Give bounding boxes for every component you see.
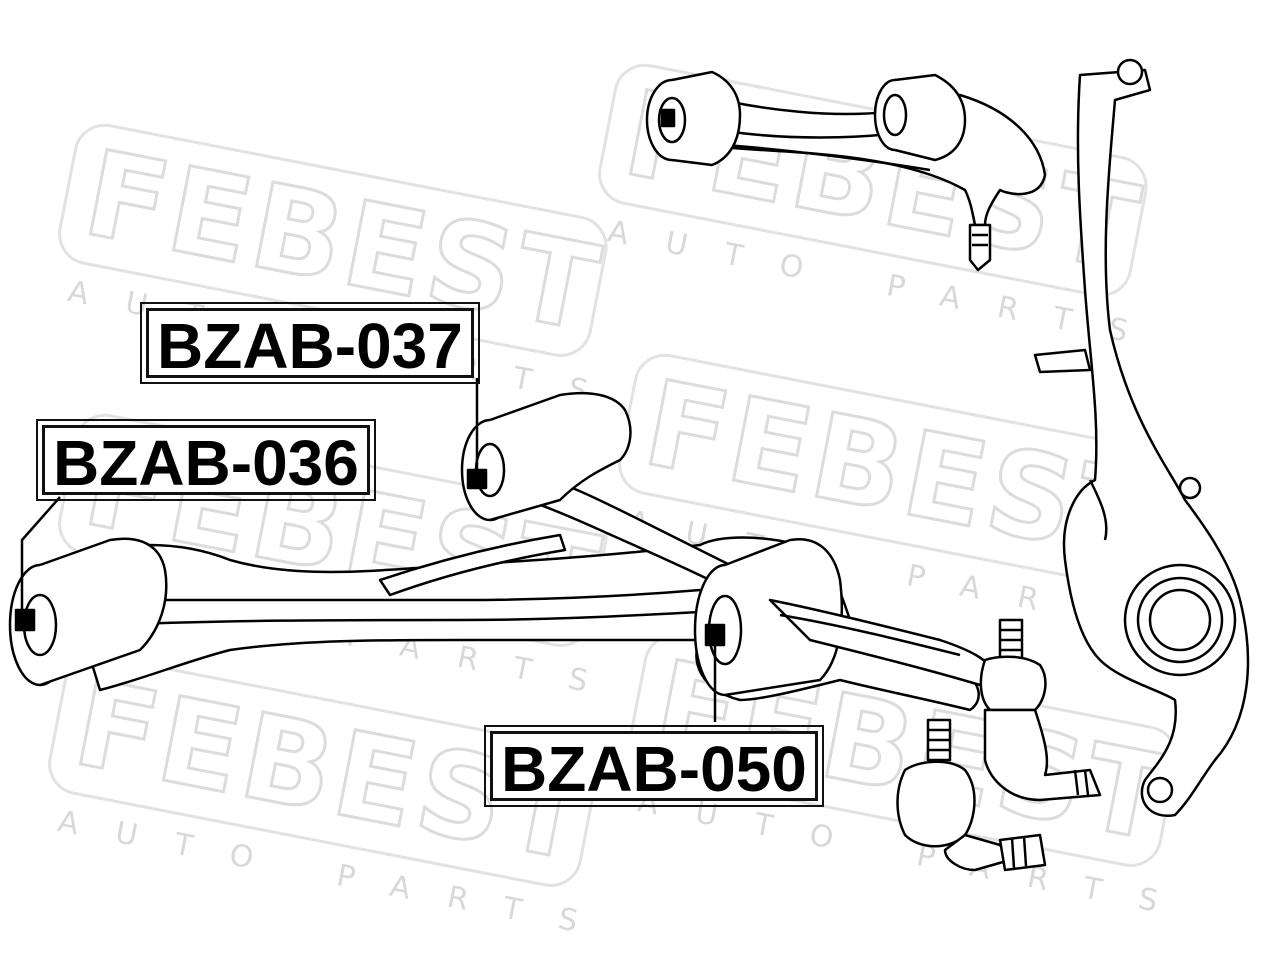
callout-label: BZAB-037 xyxy=(157,310,463,382)
callout-label: BZAB-050 xyxy=(501,733,807,805)
callout-label: BZAB-036 xyxy=(53,427,359,499)
callout-bzab-037: BZAB-037 xyxy=(140,302,480,384)
watermark-layer: FEBEST AUTO PARTS FEBEST AUTO PARTS FEBE… xyxy=(48,62,1198,947)
callout-bzab-036: BZAB-036 xyxy=(36,419,376,501)
upper-control-arm xyxy=(645,70,1047,272)
leader-lines xyxy=(20,378,717,722)
lower-control-arm xyxy=(8,391,997,712)
ball-joints xyxy=(896,618,1102,872)
callout-bzab-050: BZAB-050 xyxy=(484,725,824,807)
steering-knuckle xyxy=(1033,58,1250,818)
leader-line-bzab-036 xyxy=(20,496,61,612)
